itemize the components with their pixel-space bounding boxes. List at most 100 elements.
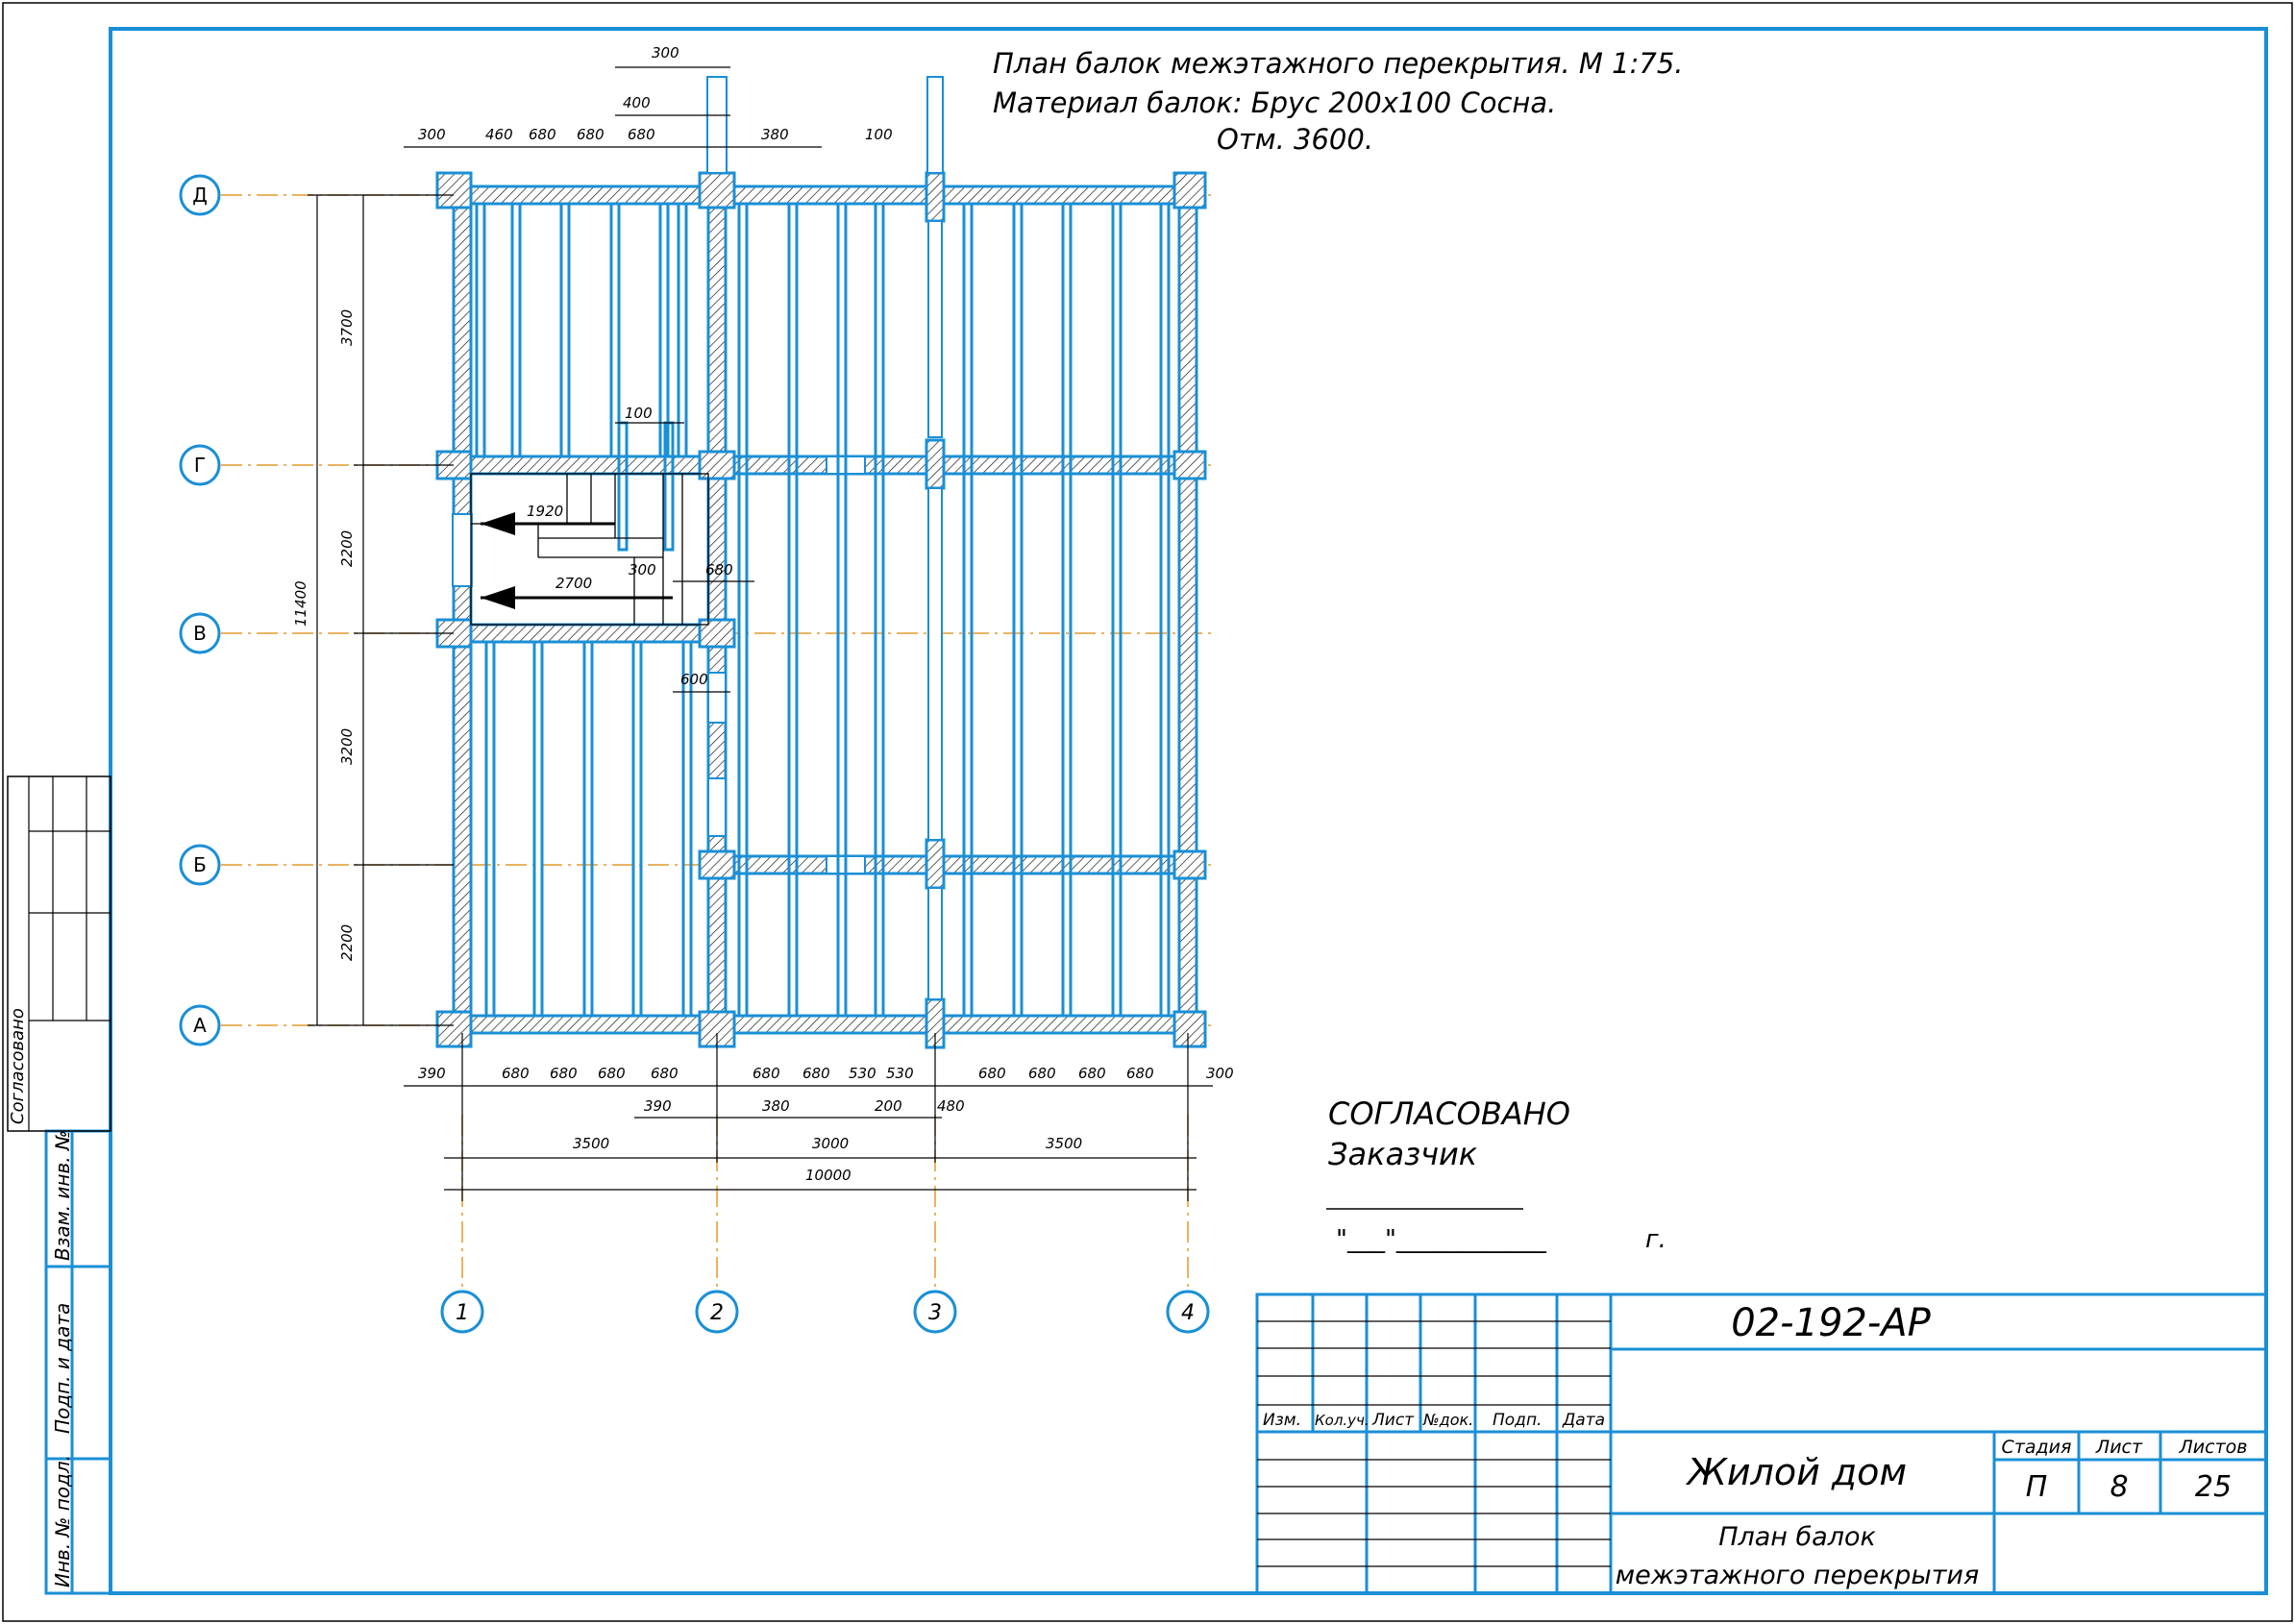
- dim-stair-2700: 2700: [555, 575, 592, 592]
- dim-left-total: 11400: [292, 580, 309, 627]
- dim-top-680b: 680: [577, 126, 605, 143]
- dim-left-2200a: 2200: [338, 530, 356, 567]
- dim-top-680a: 680: [529, 126, 556, 143]
- approval-title: СОГЛАСОВАНО: [1328, 1095, 1570, 1132]
- wall-axis-b-right: [706, 854, 1198, 875]
- plan-title-line1: План балок межэтажного перекрытия. М 1:7…: [993, 47, 1684, 80]
- axis-label-b: Б: [193, 853, 207, 876]
- title-block-header-kol: Кол.уч.: [1315, 1412, 1370, 1429]
- post-axis-3-g: [925, 438, 946, 490]
- title-block-header-list: Лист: [1371, 1411, 1415, 1430]
- beam-upper-left-4: [658, 202, 670, 458]
- beam-middle-2: [836, 202, 848, 1018]
- dim-axes-3500a: 3500: [573, 1135, 609, 1152]
- side-agreed-label: Согласовано: [8, 1008, 28, 1124]
- title-block-header-izm: Изм.: [1263, 1411, 1301, 1430]
- dim-bottom-390: 390: [418, 1065, 446, 1082]
- sheet-value: 8: [2110, 1470, 2128, 1504]
- axis-label-1: 1: [456, 1301, 469, 1325]
- axis-bubble-b: [179, 844, 221, 886]
- title-block-header-sign: Подп.: [1493, 1411, 1542, 1430]
- sheet-label: Лист: [2095, 1437, 2143, 1458]
- wall-axis-v-left: [443, 623, 735, 644]
- axis-label-4: 4: [1181, 1301, 1195, 1325]
- axis-label-3: 3: [928, 1301, 942, 1325]
- plan-title-line3: Отм. 3600.: [1217, 123, 1373, 156]
- dim-bottom-680-1: 680: [502, 1065, 530, 1082]
- beam-stair-trimmer-a: [617, 421, 629, 552]
- beam-upper-left-2: [559, 202, 571, 458]
- axis-bubble-a: [179, 1004, 221, 1046]
- dim-bottom-680-9: 680: [1078, 1065, 1106, 1082]
- axis-bubble-1: [440, 1290, 484, 1334]
- beam-right-0: [962, 202, 974, 1018]
- dim-stair-300: 300: [629, 561, 656, 578]
- axis-bubble-3: [913, 1290, 957, 1334]
- staircase: [470, 473, 709, 626]
- dim-top-380: 380: [761, 126, 789, 143]
- dim-left-2200b: 2200: [338, 924, 356, 961]
- beam-right-1: [1012, 202, 1024, 1018]
- beam-lower-left-4: [681, 640, 693, 1018]
- beam-right-2: [1061, 202, 1073, 1018]
- wall-left: [452, 185, 473, 1035]
- dim-axes-3000: 3000: [812, 1135, 849, 1152]
- dim-top-680c: 680: [628, 126, 655, 143]
- side-inv-orig-label: Инв. № подл.: [51, 1455, 74, 1587]
- beam-middle-0: [737, 202, 749, 1018]
- title-block: [1255, 1292, 2268, 1595]
- beam-middle-3: [874, 202, 885, 1018]
- wall-top: [443, 185, 1198, 206]
- dim-bottom2-480: 480: [937, 1097, 965, 1115]
- axis-label-g: Г: [194, 454, 206, 477]
- stage-label: Стадия: [2002, 1437, 2072, 1458]
- dim-stair-680: 680: [705, 561, 733, 578]
- dimension-texts: 300 460 680 680 680 380 100 300 400 3700…: [292, 44, 1234, 1184]
- wall-right: [1177, 185, 1198, 1035]
- approval-year-suffix: г.: [1645, 1225, 1666, 1254]
- dim-bottom2-390: 390: [644, 1097, 672, 1115]
- beam-upper-left-0: [475, 202, 486, 458]
- dim-bottom-530-1: 530: [849, 1065, 876, 1082]
- beam-upper-left-5: [677, 202, 688, 458]
- beam-right-4: [1159, 202, 1171, 1018]
- beam-middle-1: [787, 202, 799, 1018]
- axis-bubble-d: [179, 174, 221, 216]
- beam-right-3: [1111, 202, 1123, 1018]
- plan-title-line2: Материал балок: Брус 200х100 Сосна.: [993, 86, 1556, 119]
- dimension-lines: [308, 66, 1213, 1201]
- dim-bottom-530-2: 530: [886, 1065, 914, 1082]
- dim-top-upper-400: 400: [623, 94, 651, 111]
- beam-upper-left-3: [609, 202, 621, 458]
- axis-label-a: А: [193, 1014, 207, 1037]
- dim-bottom-680-8: 680: [1028, 1065, 1056, 1082]
- dim-bottom-680-5: 680: [753, 1065, 780, 1082]
- dim-left-3200: 3200: [338, 728, 356, 765]
- side-stamp-grid: [28, 776, 111, 1131]
- sheet-name-line2: межэтажного перекрытия: [1616, 1561, 1979, 1590]
- axis-bubble-4: [1166, 1290, 1210, 1334]
- side-stamp: [7, 775, 112, 1595]
- axis-bubbles-letters: Д Г В Б А: [179, 174, 221, 1046]
- axis-label-v: В: [193, 622, 207, 645]
- dim-stair-1920: 1920: [527, 503, 563, 520]
- beam-lower-left-0: [484, 640, 496, 1018]
- beam-lower-left-3: [631, 640, 643, 1018]
- dim-top-460: 460: [485, 126, 513, 143]
- dim-bottom2-200: 200: [875, 1097, 902, 1115]
- dim-left-3700: 3700: [338, 309, 356, 346]
- axis-bubbles-numbers: 1 2 3 4: [440, 1290, 1210, 1334]
- dim-stair-100: 100: [625, 405, 653, 422]
- axis-bubble-2: [695, 1290, 739, 1334]
- sheets-label: Листов: [2179, 1437, 2248, 1458]
- wall-bottom: [443, 1014, 1198, 1035]
- dim-bottom-680-2: 680: [550, 1065, 578, 1082]
- wall-axis-2: [706, 185, 728, 1035]
- dim-bottom-300: 300: [1206, 1065, 1234, 1082]
- dim-bottom2-380: 380: [762, 1097, 790, 1115]
- dim-bottom-680-4: 680: [651, 1065, 679, 1082]
- stage-value: П: [2026, 1470, 2048, 1504]
- walls: [435, 171, 1207, 1049]
- axis-label-2: 2: [710, 1301, 724, 1325]
- dim-bottom-680-6: 680: [802, 1065, 830, 1082]
